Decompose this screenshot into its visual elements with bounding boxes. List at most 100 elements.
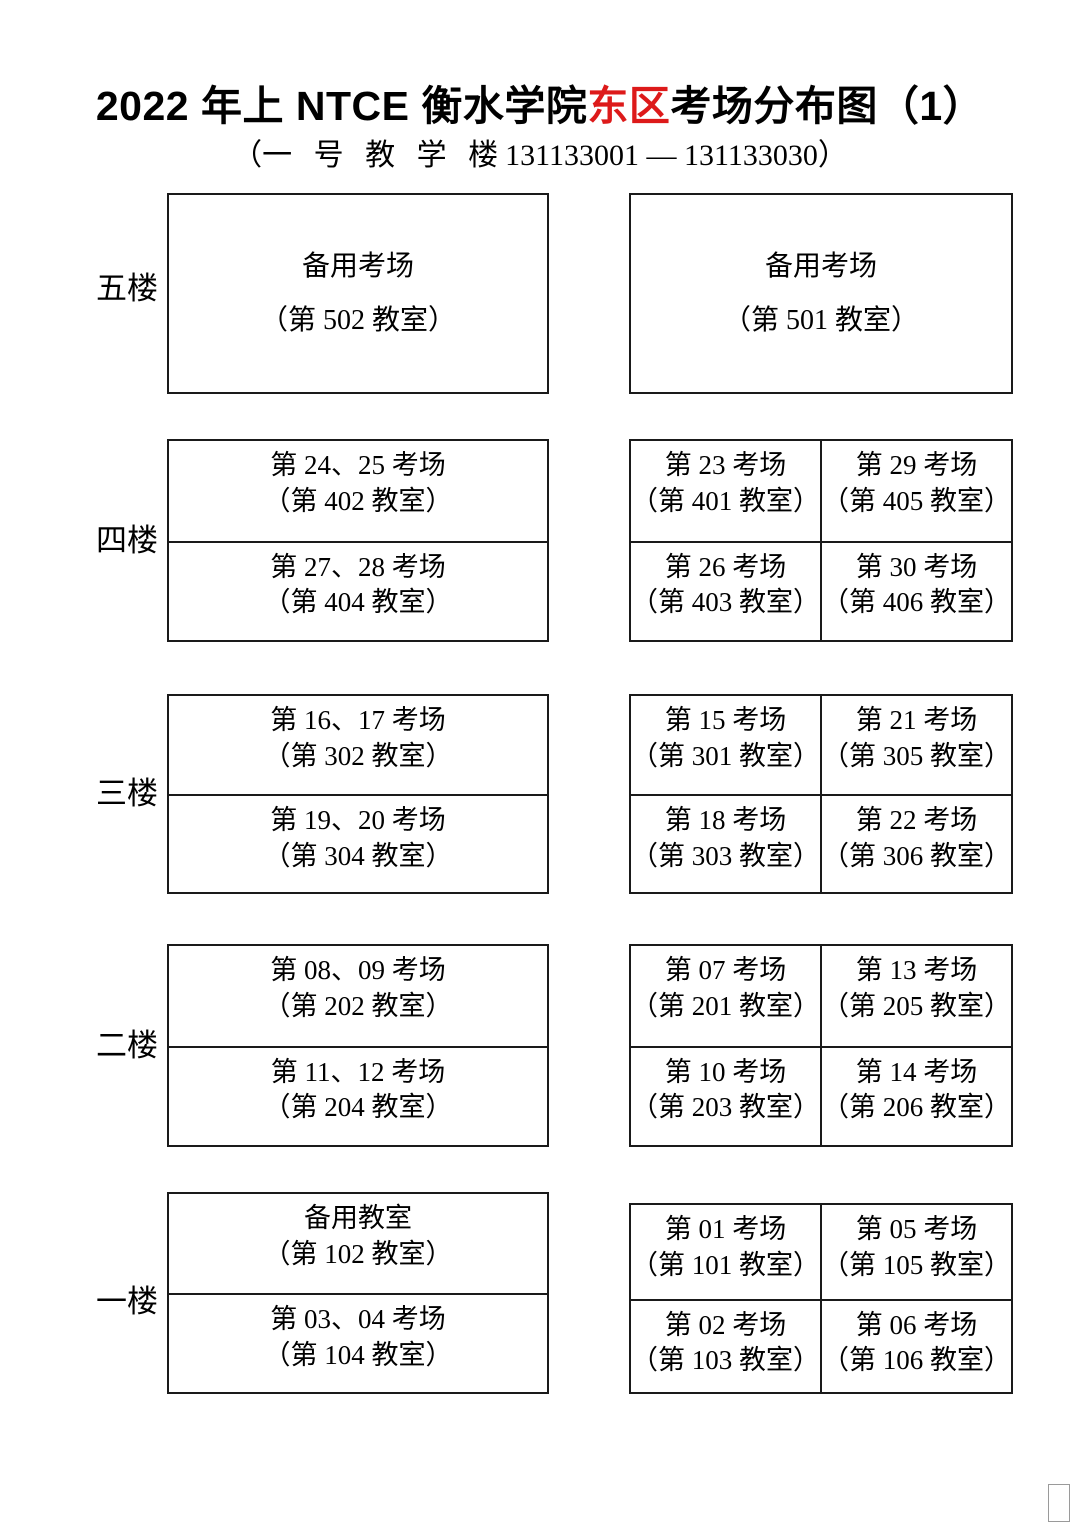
- exam-hall-label: 第 23 考场: [664, 450, 787, 480]
- room-row: 第 19、20 考场 （第 304 教室）: [169, 794, 547, 892]
- exam-hall-label: 第 14 考场: [855, 1056, 978, 1087]
- room-block[interactable]: 第 26 考场 （第 403 教室）: [631, 543, 820, 641]
- exam-hall-label: 第 22 考场: [855, 805, 978, 835]
- room-number-label: （第 402 教室）: [263, 485, 453, 516]
- room-block[interactable]: 第 03、04 考场 （第 104 教室）: [169, 1295, 547, 1392]
- room-block[interactable]: 备用考场 （第 501 教室）: [631, 195, 1011, 392]
- exam-hall-label: 第 11、12 考场: [270, 1056, 446, 1087]
- subtitle-open-paren: （: [232, 139, 263, 172]
- room-usage-label: 备用考场: [764, 250, 877, 282]
- floor-row-2: 二楼 第 08、09 考场 （第 202 教室） 第 11、12 考场 （第 2…: [0, 944, 1080, 1147]
- floor-3-right-group: 第 15 考场 （第 301 教室） 第 21 考场 （第 305 教室） 第 …: [629, 694, 1013, 894]
- room-row: 第 01 考场 （第 101 教室） 第 05 考场 （第 105 教室）: [631, 1205, 1011, 1299]
- exam-hall-label: 第 24、25 考场: [270, 450, 446, 480]
- room-block[interactable]: 第 01 考场 （第 101 教室）: [631, 1205, 820, 1299]
- room-number-label: （第 301 教室）: [631, 740, 820, 771]
- floor-5-left-group: 备用考场 （第 502 教室）: [167, 193, 549, 394]
- room-number-label: （第 403 教室）: [631, 587, 820, 618]
- floor-row-4: 四楼 第 24、25 考场 （第 402 教室） 第 27、28 考场 （第 4…: [0, 439, 1080, 642]
- floor-2-right-group: 第 07 考场 （第 201 教室） 第 13 考场 （第 205 教室） 第 …: [629, 944, 1013, 1147]
- floor-row-3: 三楼 第 16、17 考场 （第 302 教室） 第 19、20 考场 （第 3…: [0, 694, 1080, 894]
- room-block[interactable]: 第 22 考场 （第 306 教室）: [820, 796, 1011, 892]
- room-row: 第 08、09 考场 （第 202 教室）: [169, 946, 547, 1046]
- floor-label-2: 二楼: [96, 1028, 158, 1063]
- floor-2-left-group: 第 08、09 考场 （第 202 教室） 第 11、12 考场 （第 204 …: [167, 944, 549, 1147]
- room-block[interactable]: 第 21 考场 （第 305 教室）: [820, 696, 1011, 794]
- room-block[interactable]: 第 07 考场 （第 201 教室）: [631, 946, 820, 1046]
- room-block[interactable]: 第 19、20 考场 （第 304 教室）: [169, 796, 547, 892]
- room-number-label: （第 306 教室）: [822, 840, 1011, 871]
- page-corner-artifact: [1048, 1484, 1070, 1522]
- room-usage-label: 备用考场: [301, 250, 414, 282]
- room-block[interactable]: 备用教室 （第 102 教室）: [169, 1194, 547, 1293]
- room-row: 第 07 考场 （第 201 教室） 第 13 考场 （第 205 教室）: [631, 946, 1011, 1046]
- room-number-label: （第 204 教室）: [263, 1092, 453, 1123]
- room-block[interactable]: 第 08、09 考场 （第 202 教室）: [169, 946, 547, 1046]
- room-row: 第 11、12 考场 （第 204 教室）: [169, 1045, 547, 1146]
- room-row: 第 26 考场 （第 403 教室） 第 30 考场 （第 406 教室）: [631, 540, 1011, 641]
- page-subtitle: （一 号 教 学 楼131133001 — 131133030）: [0, 127, 1080, 171]
- room-block[interactable]: 第 11、12 考场 （第 204 教室）: [169, 1048, 547, 1146]
- room-number-label: （第 304 教室）: [263, 840, 453, 871]
- room-block[interactable]: 第 23 考场 （第 401 教室）: [631, 441, 820, 541]
- room-block[interactable]: 第 05 考场 （第 105 教室）: [820, 1205, 1011, 1299]
- room-block[interactable]: 第 16、17 考场 （第 302 教室）: [169, 696, 547, 794]
- exam-hall-label: 第 16、17 考场: [270, 705, 446, 735]
- room-block[interactable]: 第 27、28 考场 （第 404 教室）: [169, 543, 547, 641]
- room-block[interactable]: 第 18 考场 （第 303 教室）: [631, 796, 820, 892]
- page-title-prefix: 2022 年上 NTCE 衡水学院: [95, 83, 588, 129]
- room-number-label: （第 406 教室）: [822, 587, 1011, 618]
- exam-hall-label: 第 07 考场: [664, 955, 787, 985]
- room-number-label: （第 302 教室）: [263, 740, 453, 771]
- room-row: 第 27、28 考场 （第 404 教室）: [169, 540, 547, 641]
- room-block[interactable]: 第 15 考场 （第 301 教室）: [631, 696, 820, 794]
- room-number-label: （第 102 教室）: [263, 1238, 453, 1269]
- room-row: 第 15 考场 （第 301 教室） 第 21 考场 （第 305 教室）: [631, 696, 1011, 794]
- room-number-label: （第 303 教室）: [631, 840, 820, 871]
- room-block[interactable]: 备用考场 （第 502 教室）: [169, 195, 547, 392]
- floor-label-1: 一楼: [96, 1284, 158, 1319]
- room-row: 第 18 考场 （第 303 教室） 第 22 考场 （第 306 教室）: [631, 794, 1011, 892]
- room-number-label: （第 104 教室）: [263, 1339, 453, 1370]
- page-header: 2022 年上 NTCE 衡水学院东区考场分布图（1） （一 号 教 学 楼13…: [0, 0, 1080, 171]
- exam-hall-label: 第 01 考场: [664, 1214, 787, 1244]
- exam-hall-label: 第 05 考场: [855, 1214, 978, 1244]
- floor-row-5: 五楼 备用考场 （第 502 教室） 备用考场 （第 501 教室）: [0, 193, 1080, 394]
- room-number-label: （第 105 教室）: [822, 1249, 1011, 1280]
- exam-hall-label: 第 13 考场: [855, 955, 978, 985]
- exam-hall-label: 第 08、09 考场: [270, 955, 446, 985]
- room-block[interactable]: 第 29 考场 （第 405 教室）: [820, 441, 1011, 541]
- exam-hall-label: 第 26 考场: [664, 551, 787, 582]
- room-number-label: （第 203 教室）: [631, 1092, 820, 1123]
- room-number-label: （第 205 教室）: [822, 990, 1011, 1021]
- exam-hall-label: 第 30 考场: [855, 551, 978, 582]
- floor-row-1: 一楼 备用教室 （第 102 教室） 第 03、04 考场 （第 104 教室）…: [0, 1192, 1080, 1394]
- room-row: 备用教室 （第 102 教室）: [169, 1194, 547, 1293]
- floor-3-left-group: 第 16、17 考场 （第 302 教室） 第 19、20 考场 （第 304 …: [167, 694, 549, 894]
- room-block[interactable]: 第 10 考场 （第 203 教室）: [631, 1048, 820, 1146]
- floor-1-right-group: 第 01 考场 （第 101 教室） 第 05 考场 （第 105 教室） 第 …: [629, 1203, 1013, 1394]
- room-row: 第 03、04 考场 （第 104 教室）: [169, 1293, 547, 1392]
- room-block[interactable]: 第 24、25 考场 （第 402 教室）: [169, 441, 547, 541]
- room-block[interactable]: 第 06 考场 （第 106 教室）: [820, 1300, 1011, 1392]
- room-block[interactable]: 第 02 考场 （第 103 教室）: [631, 1301, 820, 1393]
- room-block[interactable]: 第 30 考场 （第 406 教室）: [820, 542, 1011, 640]
- room-row: 第 16、17 考场 （第 302 教室）: [169, 696, 547, 794]
- exam-hall-label: 第 18 考场: [664, 805, 787, 835]
- page-title-highlight: 东区: [587, 83, 671, 129]
- floor-label-3: 三楼: [96, 776, 158, 811]
- exam-hall-label: 第 27、28 考场: [270, 551, 446, 582]
- room-number-label: （第 201 教室）: [631, 990, 820, 1021]
- subtitle-building-name: 一 号 教 学 楼: [262, 139, 506, 172]
- floor-label-5: 五楼: [96, 271, 158, 306]
- room-row: 第 24、25 考场 （第 402 教室）: [169, 441, 547, 541]
- floor-label-4: 四楼: [96, 523, 158, 558]
- room-number-label: （第 401 教室）: [631, 485, 820, 516]
- room-row: 第 23 考场 （第 401 教室） 第 29 考场 （第 405 教室）: [631, 441, 1011, 541]
- exam-hall-label: 第 15 考场: [664, 705, 787, 735]
- exam-hall-label: 第 10 考场: [664, 1056, 787, 1087]
- room-block[interactable]: 第 13 考场 （第 205 教室）: [820, 946, 1011, 1046]
- room-block[interactable]: 第 14 考场 （第 206 教室）: [820, 1047, 1011, 1145]
- room-number-label: （第 202 教室）: [263, 990, 453, 1021]
- subtitle-close-paren: ）: [817, 139, 848, 172]
